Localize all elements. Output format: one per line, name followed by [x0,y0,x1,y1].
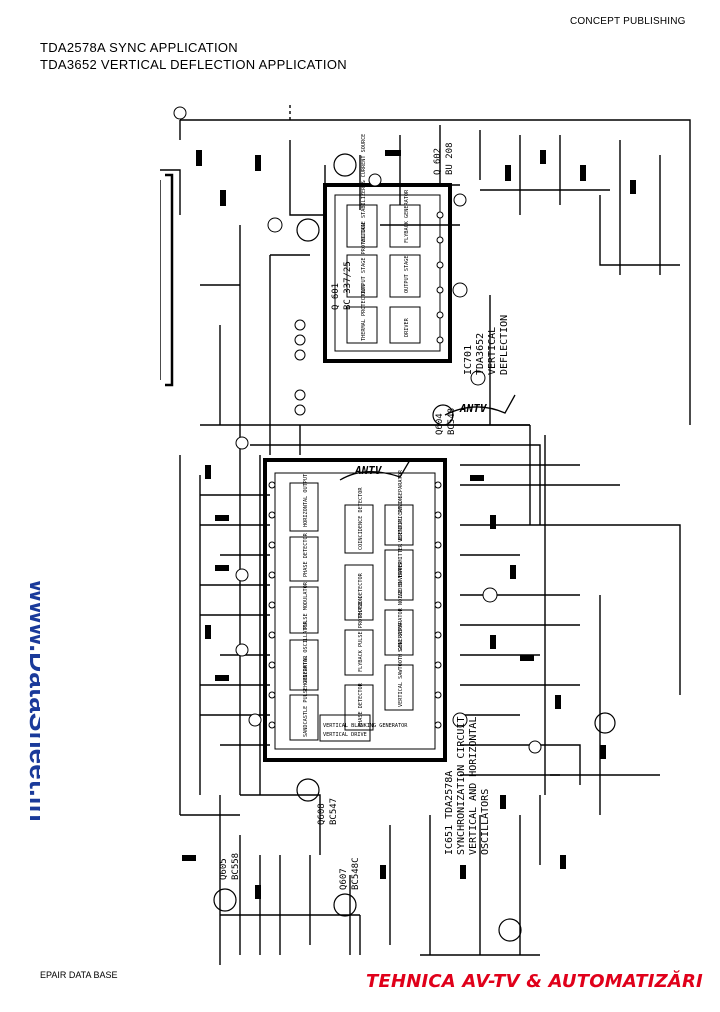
datasheet-watermark: www.DataSheet.in [2,579,55,910]
svg-text:HORIZONTAL OSCILLATOR: HORIZONTAL OSCILLATOR [303,621,309,687]
svg-text:FLYBACK PULSE PROTECTION: FLYBACK PULSE PROTECTION [358,597,364,672]
transistor-q605-type: BC558 [231,853,241,880]
ic651-box [263,458,447,762]
transistor-q607-label: Q607 [339,868,349,890]
svg-text:PHASE DETECTOR: PHASE DETECTOR [358,682,364,727]
logo-text-upper: ANTV [459,402,488,415]
page-title-sync: TDA2578A SYNC APPLICATION [40,40,238,55]
footer-source-label: EPAIR DATA BASE [40,970,118,980]
svg-text:SYNC SEPARATOR NOISE INVERTER: SYNC SEPARATOR NOISE INVERTER [398,561,404,652]
ic651-label-4: OSCILLATORS [480,789,491,855]
svg-text:SANDCASTLE PULSE GENERATOR: SANDCASTLE PULSE GENERATOR [303,655,309,737]
antv-logo [339,394,516,481]
ic651-label-2: SYNCHRONIZATION CIRCUIT [456,717,467,855]
ic701-label-1: IC701 [463,345,474,375]
svg-text:VERTICAL SAWTOOTH GENERATOR: VERTICAL SAWTOOTH GENERATOR [398,622,404,707]
publisher-label: CONCEPT PUBLISHING [570,16,686,27]
ic701-box [323,183,452,363]
svg-text:THERMAL PROTECTION: THERMAL PROTECTION [361,285,367,341]
page-title-vertical: TDA3652 VERTICAL DEFLECTION APPLICATION [40,57,347,72]
transistor-q602-label: Q 602 [433,148,443,175]
svg-text:COINCIDENCE DETECTOR: COINCIDENCE DETECTOR [358,487,364,550]
transistor-q608-label: Q608 [317,803,327,825]
svg-text:VERTICAL DRIVE: VERTICAL DRIVE [323,732,367,738]
ic701-label-4: DEFLECTION [499,315,510,375]
ic701-label-3: VERTICAL [487,327,498,375]
schematic-diagram: Q 601 BC 337/25 Q 602 BU 208 Q604 BC548 … [160,105,691,965]
transistor-q608-type: BC547 [329,798,339,825]
transistor-q604-type: BC548 [447,408,457,435]
transistor-q604-label: Q604 [435,413,445,435]
ic701-label-2: TDA3652 [475,333,486,375]
ic651-label-3: VERTICAL AND HORIZONTAL [468,717,479,855]
footer-brand-label: TEHNICA AV-TV & AUTOMATIZĂRI [366,971,703,992]
svg-text:OUTPUT STAGE PROTECTION: OUTPUT STAGE PROTECTION [361,223,367,295]
svg-text:PHASE DETECTOR: PHASE DETECTOR [303,532,309,577]
ic651-label-1: IC651 TDA2578A [444,771,455,855]
svg-text:PHASE DETECTOR: PHASE DETECTOR [358,572,364,617]
svg-text:HORIZONTAL OUTPUT: HORIZONTAL OUTPUT [303,474,309,527]
svg-text:FLYBACK GENERATOR: FLYBACK GENERATOR [404,189,410,243]
svg-text:VERTICAL SYNC SEPARATOR: VERTICAL SYNC SEPARATOR [398,469,404,542]
svg-text:PULSE MODULATOR: PULSE MODULATOR [303,581,309,629]
transistor-q601-type: BC 337/25 [343,261,353,310]
svg-text:DRIVER: DRIVER [404,317,410,337]
transistor-q602-type: BU 208 [445,142,455,175]
svg-text:VIDEO TRANSMITTER IDENTIFICATI: VIDEO TRANSMITTER IDENTIFICATION [398,497,404,597]
watermark-text: www.DataSheet.in [24,580,40,822]
transistor-q601-label: Q 601 [331,283,341,310]
svg-text:VERTICAL BLANKING GENERATOR: VERTICAL BLANKING GENERATOR [323,723,408,729]
transistor-q605-label: Q605 [219,858,229,880]
svg-text:VOLTAGE STABILIZER & CURRENT S: VOLTAGE STABILIZER & CURRENT SOURCE [361,134,367,243]
svg-text:OUTPUT STAGE: OUTPUT STAGE [404,256,410,293]
transistor-q607-type: BC548C [351,857,361,890]
logo-text-lower: ANTV [354,464,383,477]
